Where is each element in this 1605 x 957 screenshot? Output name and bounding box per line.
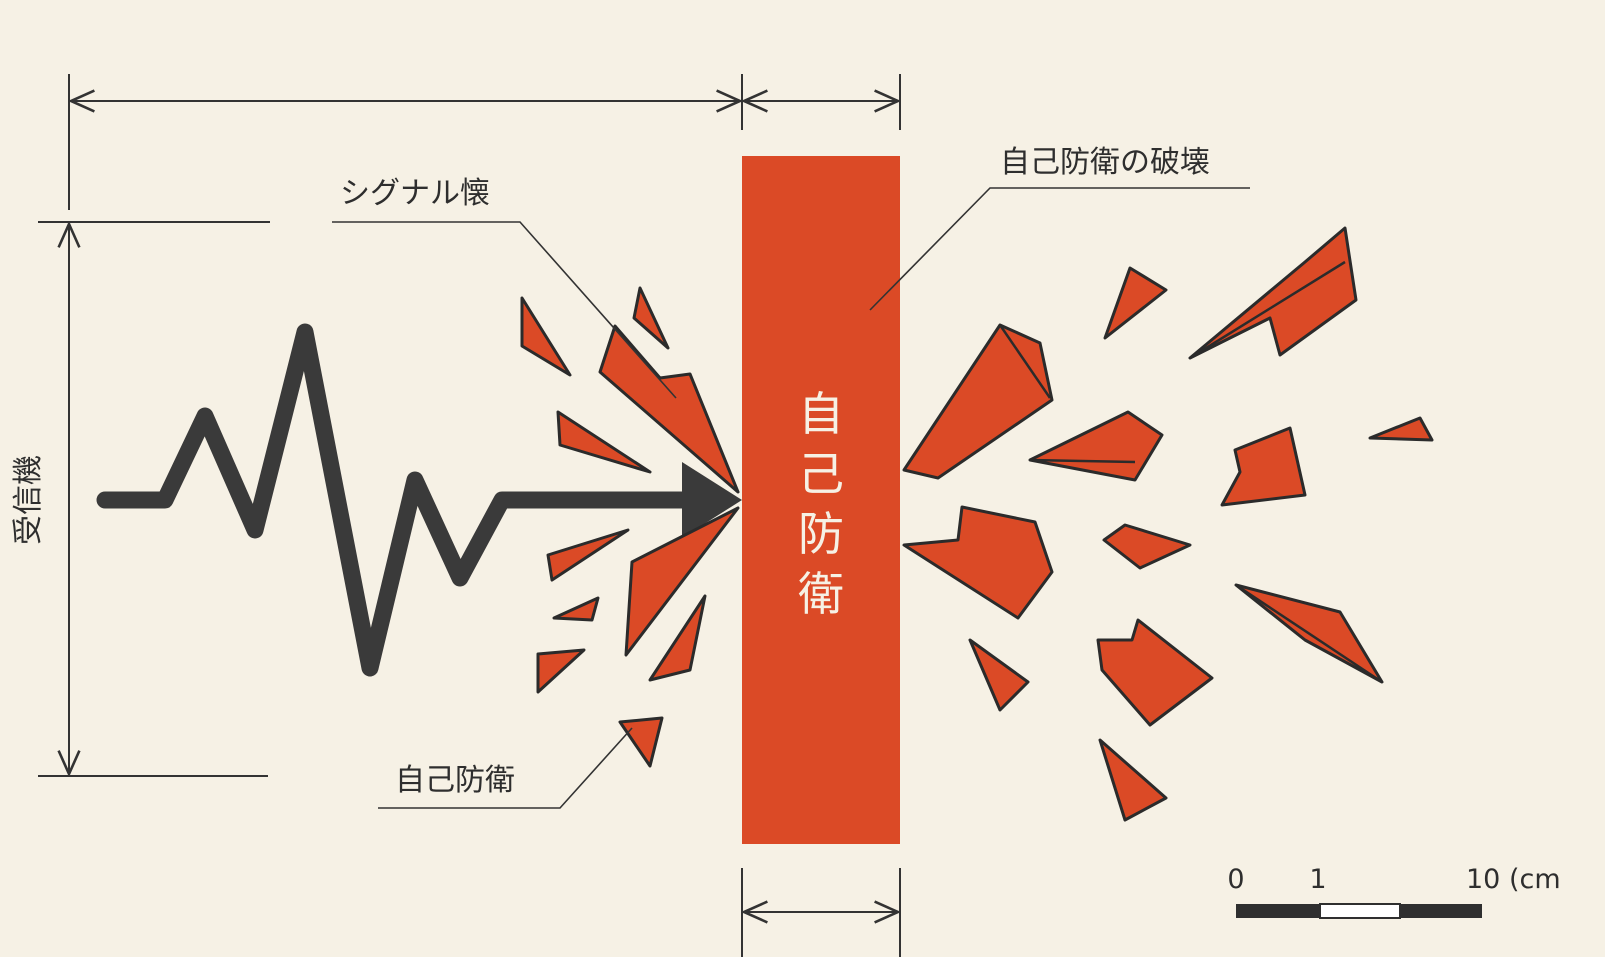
scale-segment-light bbox=[1319, 903, 1401, 919]
shard bbox=[552, 596, 600, 622]
shard bbox=[1103, 266, 1168, 340]
wall-break-label: 自己防衛の破壊 bbox=[1000, 145, 1210, 180]
signal-leader-line bbox=[332, 221, 677, 399]
scale-segment-dark-2 bbox=[1400, 904, 1482, 918]
wall-break-leader-line bbox=[869, 187, 1250, 311]
shard bbox=[902, 505, 1054, 620]
top-dimension bbox=[68, 74, 901, 210]
scale-tick-10: 10 (cm bbox=[1466, 864, 1561, 895]
scale-bar: 0 1 10 (cm bbox=[1227, 864, 1561, 919]
shard bbox=[536, 648, 586, 694]
wall-break-callout: 自己防衛の破壊 bbox=[869, 145, 1250, 311]
shard bbox=[618, 716, 664, 768]
shard bbox=[1188, 226, 1358, 360]
shard bbox=[598, 324, 740, 494]
self-defense-wall: 自 己 防 衛 bbox=[742, 156, 900, 844]
scale-tick-0: 0 bbox=[1227, 864, 1244, 895]
signal-arrowhead bbox=[682, 462, 742, 538]
fragment-label: 自己防衛 bbox=[395, 763, 515, 798]
right-shards bbox=[902, 226, 1434, 822]
shard bbox=[632, 286, 670, 350]
signal-wave bbox=[96, 323, 742, 677]
signal-waveform bbox=[96, 323, 699, 677]
shard bbox=[1220, 426, 1307, 507]
shard bbox=[624, 506, 740, 657]
scale-tick-1: 1 bbox=[1309, 864, 1326, 895]
wall bbox=[742, 156, 900, 844]
shard bbox=[648, 594, 707, 682]
scale-segment-dark bbox=[1236, 904, 1320, 918]
shard bbox=[1368, 416, 1434, 442]
fragment-leader-line bbox=[378, 727, 633, 809]
shard bbox=[1102, 523, 1192, 570]
shard bbox=[1028, 410, 1164, 482]
shard-edge bbox=[998, 324, 1052, 399]
shard bbox=[902, 323, 1054, 480]
bottom-dimension bbox=[741, 868, 901, 957]
fragment-callout: 自己防衛 bbox=[378, 727, 633, 809]
shard-edge bbox=[1235, 583, 1383, 684]
shard bbox=[546, 528, 630, 582]
shard bbox=[968, 638, 1030, 712]
wall-text-char-3: 防 bbox=[798, 507, 844, 561]
wall-text-char-1: 自 bbox=[798, 387, 844, 441]
shard bbox=[1098, 738, 1168, 822]
shard-edge bbox=[1029, 458, 1136, 464]
wall-text-char-4: 衛 bbox=[798, 567, 844, 621]
receiver-label: 受信機 bbox=[11, 455, 46, 545]
shard bbox=[1096, 618, 1214, 727]
wall-text-char-2: 己 bbox=[798, 447, 844, 501]
left-shards bbox=[520, 286, 740, 768]
signal-callout: シグナル懐 bbox=[332, 176, 677, 399]
shard-edge bbox=[1189, 260, 1346, 360]
receiver-dimension: 受信機 bbox=[11, 221, 270, 777]
shard bbox=[520, 296, 572, 377]
shard bbox=[556, 410, 652, 474]
signal-label: シグナル懐 bbox=[340, 176, 490, 211]
